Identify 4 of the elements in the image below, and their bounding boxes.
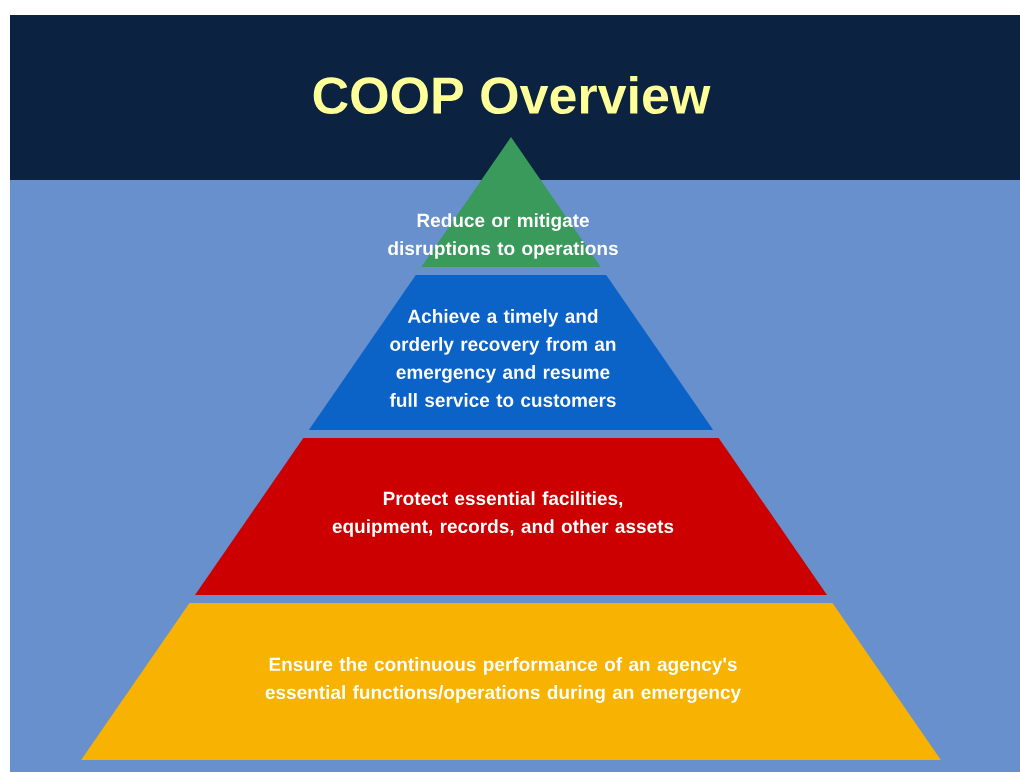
- pyramid-tier: Achieve a timely and orderly recovery from an emergency and resume full service to customers: [308, 275, 714, 430]
- pyramid-tier: Ensure the continuous performance of an agency's essential functions/operations during an emergency: [81, 603, 941, 760]
- pyramid-tier: Protect essential facilities, equipment, records, and other assets: [195, 438, 827, 595]
- title-banner: COOP Overview: [10, 15, 1020, 180]
